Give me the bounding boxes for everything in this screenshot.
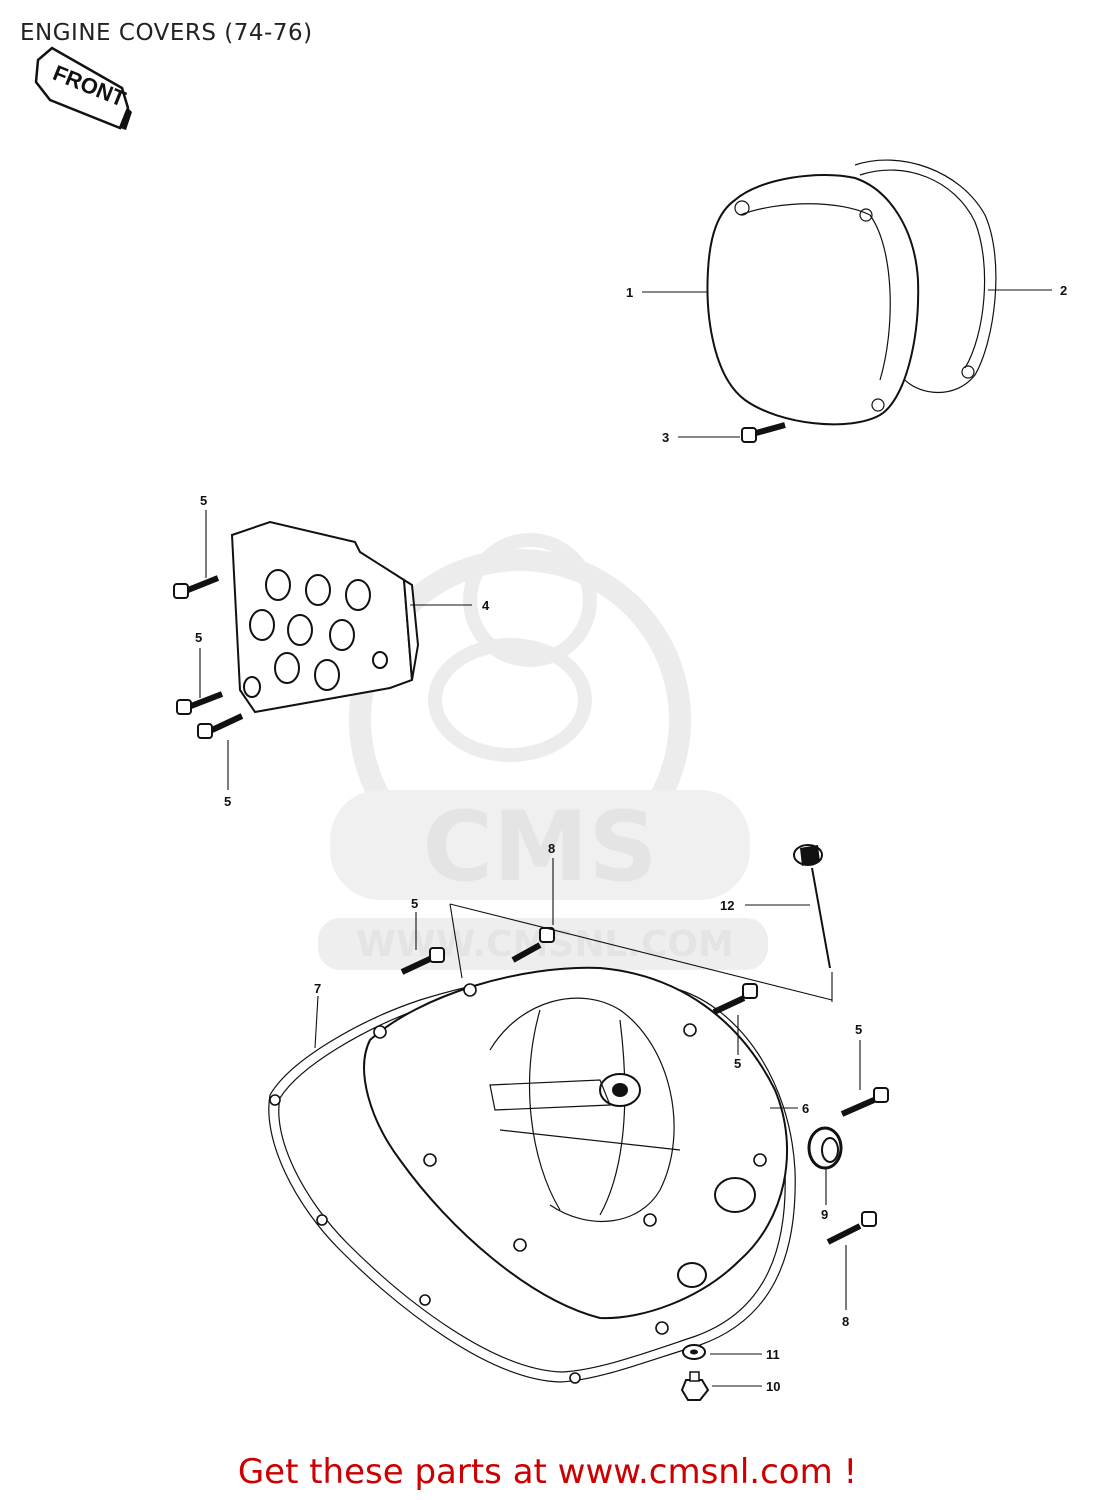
callout-12: 12	[720, 898, 734, 913]
part-4-plate	[230, 520, 420, 714]
leader-lines	[199, 289, 1052, 1387]
callout-7: 7	[314, 981, 321, 996]
watermark-logo: CMS	[422, 791, 657, 903]
front-arrow-icon: FRONT	[34, 46, 132, 130]
callout-6: 6	[802, 1101, 809, 1116]
part-3-screw	[741, 422, 786, 443]
part-5-screws-cover	[400, 947, 889, 1117]
part-1-cover	[706, 159, 997, 426]
callout-10: 10	[766, 1379, 780, 1394]
part-10-drain-plug	[680, 1371, 710, 1401]
callout-5a: 5	[200, 493, 207, 508]
page-title: ENGINE COVERS (74-76)	[20, 20, 313, 46]
callout-5e: 5	[734, 1056, 741, 1071]
callout-5b: 5	[195, 630, 202, 645]
callout-1: 1	[626, 285, 633, 300]
callout-2: 2	[1060, 283, 1067, 298]
callout-5c: 5	[224, 794, 231, 809]
callouts: 1 2 3 4 5 5 5 5 5 5 6 7 8 8 9 10 11 12	[195, 283, 1067, 1394]
callout-8b: 8	[842, 1314, 849, 1329]
callout-11: 11	[766, 1347, 780, 1362]
part-12-oil-dipstick	[793, 844, 831, 969]
callout-9: 9	[821, 1207, 828, 1222]
part-5-screws-plate	[173, 575, 244, 739]
part-9-oil-seal	[807, 1126, 843, 1170]
callout-8a: 8	[548, 841, 555, 856]
callout-4: 4	[482, 598, 490, 613]
part-8-screws	[511, 927, 877, 1245]
footer-link-text[interactable]: Get these parts at www.cmsnl.com !	[237, 1452, 858, 1492]
callout-5d: 5	[411, 896, 418, 911]
callout-5f: 5	[855, 1022, 862, 1037]
part-11-washer	[682, 1344, 706, 1360]
part-6-clutch-cover	[269, 966, 789, 1384]
callout-3: 3	[662, 430, 669, 445]
